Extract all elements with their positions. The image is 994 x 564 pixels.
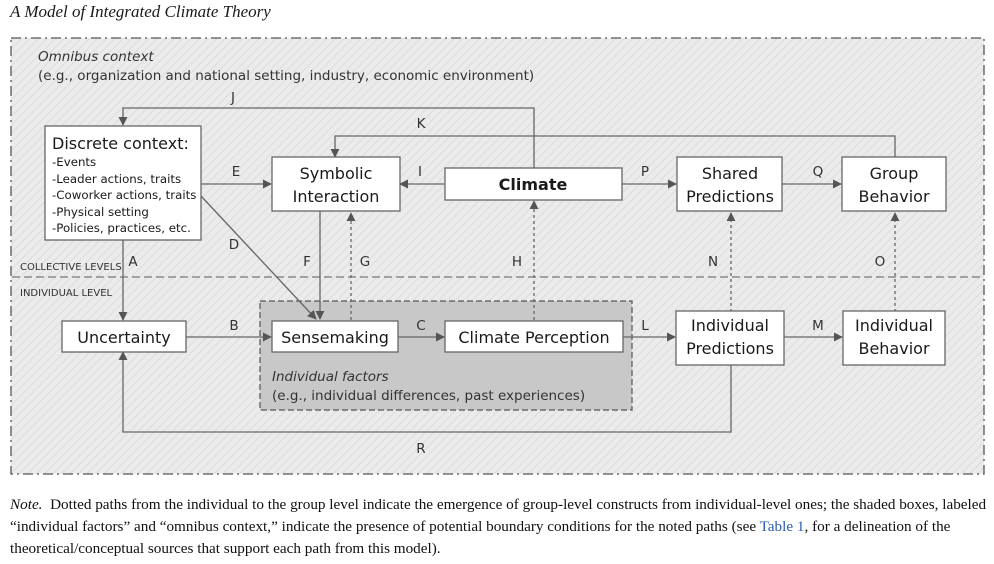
path-label-g: G [360, 254, 370, 270]
discrete-item: -Physical setting [52, 205, 149, 219]
uncertainty-label: Uncertainty [77, 328, 170, 347]
shared-predictions-box [676, 156, 783, 212]
climate-perception-box [444, 320, 624, 353]
symbolic-interaction-box [271, 156, 401, 212]
path-label-f: F [303, 254, 311, 270]
sensemaking-box [271, 320, 399, 353]
discrete-item: -Coworker actions, traits [52, 188, 196, 202]
symbolic-interaction-label: Symbolic [300, 164, 373, 183]
path-label-d: D [229, 237, 239, 253]
individual-predictions-box [675, 310, 785, 366]
table-1-link[interactable]: Table 1 [759, 518, 805, 535]
group-behavior-label: Behavior [858, 187, 929, 206]
note-text: Dotted paths from the individual to the … [10, 496, 987, 535]
path-d-line [200, 195, 317, 320]
note-text-end: , for a delineation of the theoretical/c… [10, 518, 951, 557]
path-label-c: C [416, 318, 425, 334]
individual-predictions-label: Predictions [686, 339, 774, 358]
path-label-j: J [230, 90, 235, 106]
path-label-h: H [512, 254, 522, 270]
individual-behavior-label: Individual [855, 316, 933, 335]
omnibus-examples: (e.g., organization and national setting… [38, 68, 534, 84]
path-label-n: N [708, 254, 718, 270]
path-label-p: P [641, 164, 649, 180]
path-label-o: O [875, 254, 886, 270]
climate-theory-diagram: A Model of Integrated Climate Theory Omn… [9, 2, 985, 475]
collective-levels-label: COLLECTIVE LEVELS [20, 262, 122, 273]
path-label-r: R [416, 441, 425, 457]
group-behavior-box [841, 156, 947, 212]
path-label-a: A [128, 254, 138, 270]
individual-predictions-label: Individual [691, 316, 769, 335]
climate-label: Climate [499, 175, 568, 194]
climate-box [444, 167, 623, 201]
discrete-context-title: Discrete context: [52, 134, 189, 153]
individual-behavior-label: Behavior [858, 339, 929, 358]
individual-level-label: INDIVIDUAL LEVEL [20, 288, 113, 299]
path-label-l: L [641, 318, 649, 334]
individual-behavior-box [842, 310, 946, 366]
climate-perception-label: Climate Perception [458, 328, 609, 347]
path-label-q: Q [813, 164, 824, 180]
path-j-line [118, 107, 535, 168]
sensemaking-label: Sensemaking [281, 328, 389, 347]
individual-factors-examples: (e.g., individual differences, past expe… [272, 388, 585, 404]
path-label-e: E [232, 164, 241, 180]
discrete-item: -Events [52, 155, 96, 169]
path-r-line [118, 351, 732, 433]
symbolic-interaction-label: Interaction [293, 187, 380, 206]
path-k-line [330, 135, 896, 158]
uncertainty-box [61, 320, 187, 353]
discrete-item: -Policies, practices, etc. [52, 221, 191, 235]
figure-title: A Model of Integrated Climate Theory [9, 2, 271, 21]
note-lead: Note. [10, 496, 43, 513]
individual-factors-label: Individual factors [272, 369, 389, 385]
path-label-i: I [418, 164, 422, 180]
shared-predictions-label: Predictions [686, 187, 774, 206]
omnibus-label: Omnibus context [38, 49, 154, 65]
group-behavior-label: Group [870, 164, 919, 183]
shared-predictions-label: Shared [702, 164, 758, 183]
figure-note: Note. Dotted paths from the individual t… [10, 494, 988, 560]
discrete-item: -Leader actions, traits [52, 172, 181, 186]
path-label-k: K [417, 116, 427, 132]
path-label-m: M [812, 318, 824, 334]
discrete-context-box [44, 125, 202, 241]
path-label-b: B [229, 318, 238, 334]
